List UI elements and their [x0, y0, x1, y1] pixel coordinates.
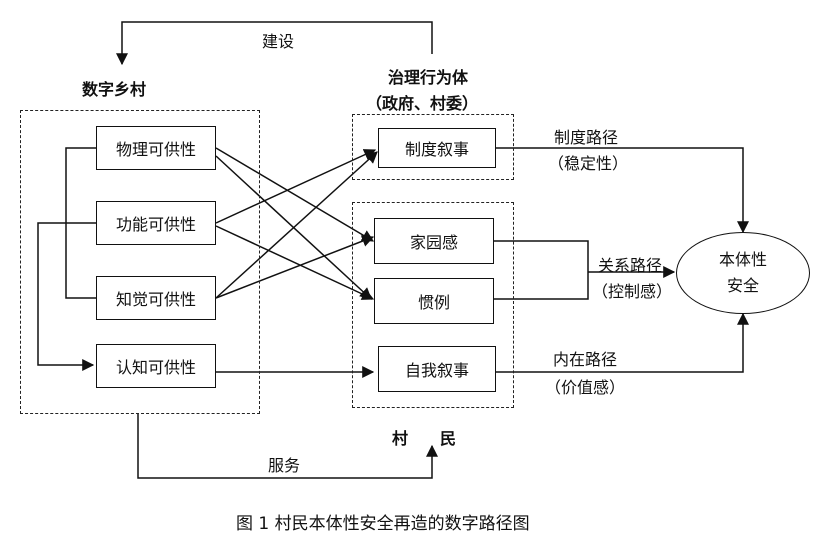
functional-affordance-node: 功能可供性 [96, 201, 216, 245]
villagers-label: 村 民 [392, 429, 457, 448]
governance-sublabel: （政府、村委） [366, 94, 479, 113]
institutional-path-arrow [496, 147, 749, 234]
villagers-group [352, 202, 514, 408]
governance-group [352, 114, 514, 180]
self-narrative-node: 自我叙事 [378, 346, 496, 392]
homeland-connector [494, 240, 589, 272]
perceptual-to-institutional-arrow [215, 151, 378, 299]
digital-village-label: 数字乡村 [82, 80, 147, 99]
relational-path-sublabel: （控制感） [592, 282, 673, 301]
functional-to-custom-arrow [215, 225, 375, 300]
physical-to-homeland-arrow [215, 147, 375, 242]
ontological-security-line2: 安全 [726, 276, 759, 295]
internal-path-label: 内在路径 [553, 350, 618, 369]
cognitive-affordance-node: 认知可供性 [96, 344, 216, 388]
homeland-node: 家园感 [374, 218, 494, 264]
perceptual-to-homeland-arrow [215, 235, 375, 299]
figure-caption: 图 1 村民本体性安全再造的数字路径图 [236, 514, 530, 534]
build-loop-arrow [116, 21, 433, 66]
functional-to-institutional-arrow [215, 149, 377, 224]
serve-label: 服务 [268, 456, 301, 475]
relational-path-label: 关系路径 [598, 256, 663, 275]
internal-path-arrow [496, 312, 749, 373]
institutional-narrative-node: 制度叙事 [378, 128, 496, 168]
ontological-security-node: 本体性 安全 [676, 232, 810, 314]
custom-connector [494, 272, 589, 300]
institutional-path-label: 制度路径 [554, 128, 619, 147]
functional-to-cognitive-bracket [37, 222, 96, 371]
ontological-security-line1: 本体性 [718, 250, 767, 269]
physical-affordance-node: 物理可供性 [96, 126, 216, 170]
build-label: 建设 [262, 32, 295, 51]
digital-village-group [20, 110, 260, 414]
perceptual-affordance-node: 知觉可供性 [96, 276, 216, 320]
internal-path-sublabel: （价值感） [545, 378, 626, 397]
custom-node: 惯例 [374, 278, 494, 324]
institutional-path-sublabel: （稳定性） [548, 154, 629, 173]
governance-label: 治理行为体 [388, 68, 469, 87]
serve-loop-arrow [137, 413, 438, 479]
